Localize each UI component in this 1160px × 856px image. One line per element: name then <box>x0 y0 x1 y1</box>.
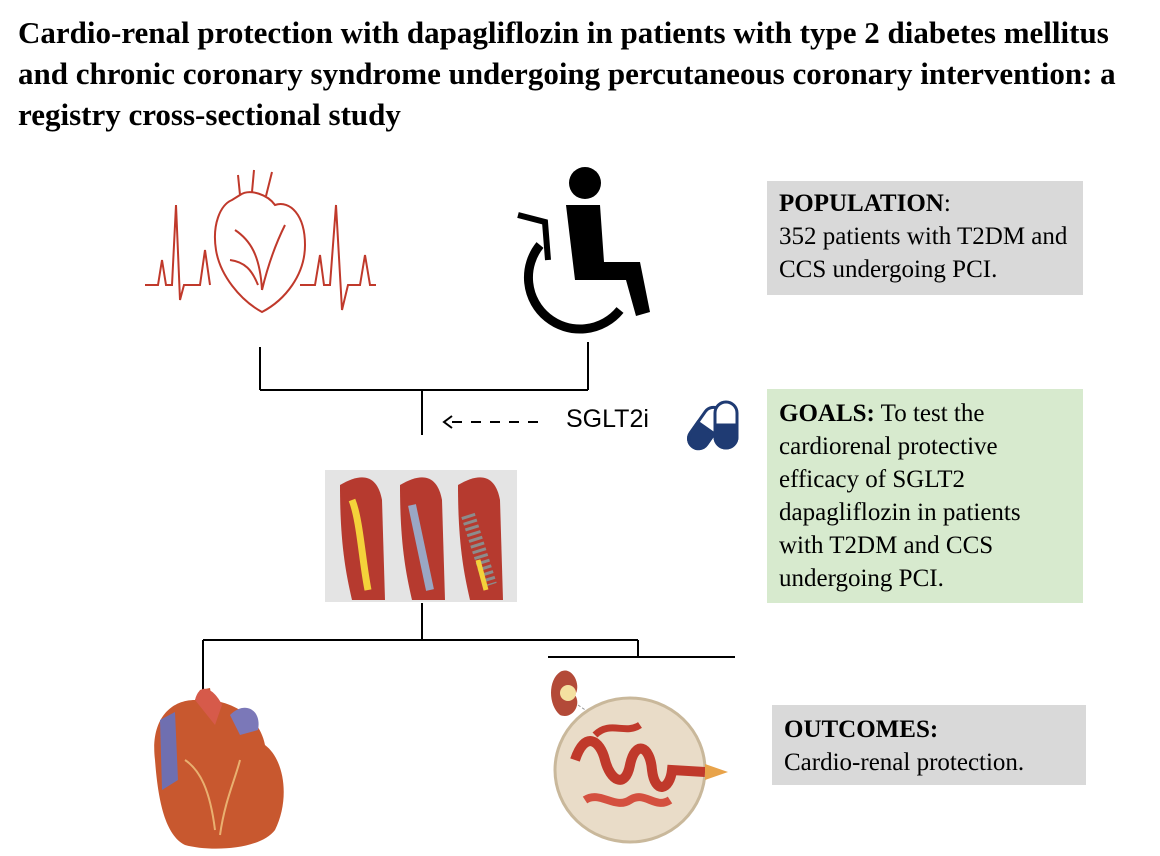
goals-label: GOALS: <box>779 400 875 427</box>
artery-stent-icon <box>325 470 517 602</box>
connector-bottom <box>202 603 735 690</box>
wheelchair-icon <box>517 167 650 334</box>
population-text: 352 patients with T2DM and CCS undergoin… <box>779 223 1068 283</box>
dashed-arrow <box>442 415 545 429</box>
population-label: POPULATION <box>779 190 944 217</box>
connector-top <box>259 342 589 435</box>
goals-box: GOALS: To test the cardiorenal protectiv… <box>767 389 1083 603</box>
anatomical-heart-icon <box>154 688 284 849</box>
population-label-colon: : <box>943 190 951 217</box>
sglt2i-label: SGLT2i <box>566 405 649 433</box>
outcomes-box: OUTCOMES: Cardio-renal protection. <box>772 705 1086 785</box>
pill-capsules-icon <box>687 400 739 451</box>
population-box: POPULATION: 352 patients with T2DM and C… <box>767 181 1083 295</box>
outcomes-text: Cardio-renal protection. <box>784 749 1025 776</box>
outcomes-label: OUTCOMES: <box>784 716 939 743</box>
page-title: Cardio-renal protection with dapaglifloz… <box>18 15 1116 132</box>
goals-text: To test the cardiorenal protective effic… <box>779 400 1021 592</box>
kidney-nephron-icon <box>551 670 728 844</box>
heart-ecg-icon <box>145 169 376 314</box>
